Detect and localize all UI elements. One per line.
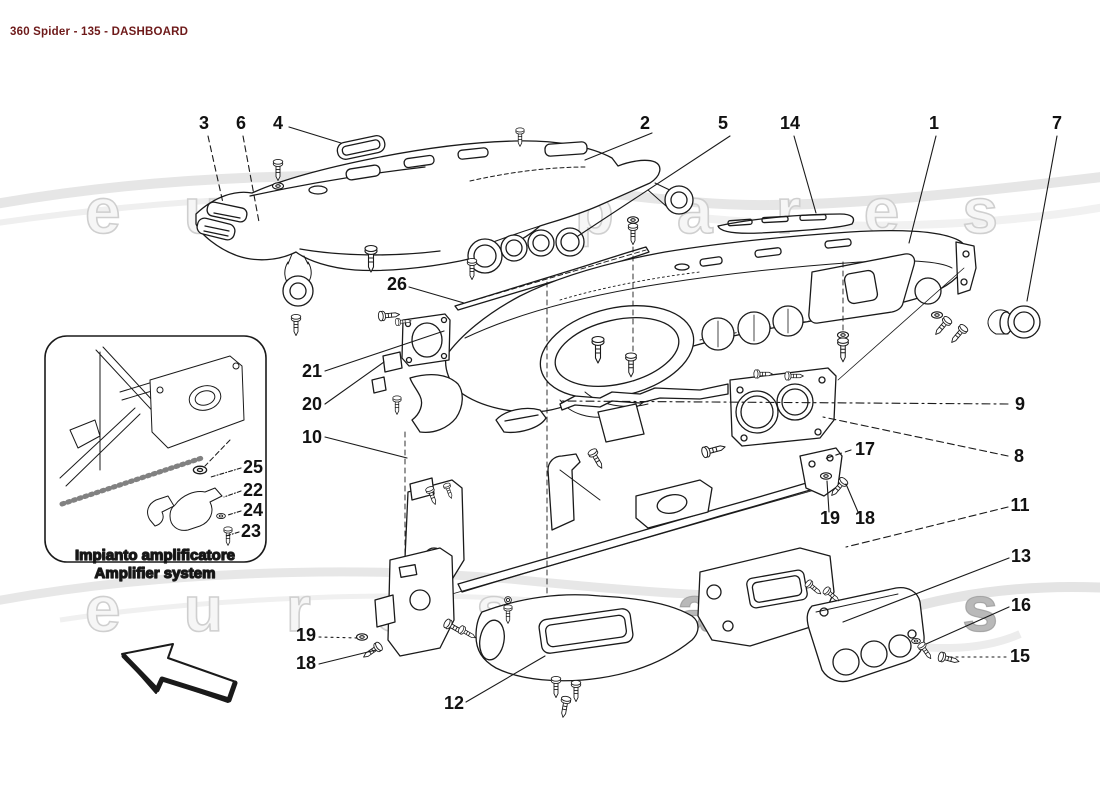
amplifier-inset: Impianto amplificatore Amplifier system bbox=[44, 335, 267, 583]
callout-22[interactable]: 22 bbox=[243, 480, 263, 500]
callout-15[interactable]: 15 bbox=[1010, 646, 1030, 666]
callout-2[interactable]: 2 bbox=[640, 113, 650, 133]
callout-4[interactable]: 4 bbox=[273, 113, 283, 133]
callout-3[interactable]: 3 bbox=[199, 113, 209, 133]
callout-10[interactable]: 10 bbox=[302, 427, 322, 447]
callout-23[interactable]: 23 bbox=[241, 521, 261, 541]
callout-9[interactable]: 9 bbox=[1015, 394, 1025, 414]
callout-1[interactable]: 1 bbox=[929, 113, 939, 133]
instrument-frame bbox=[559, 367, 837, 447]
callout-17[interactable]: 17 bbox=[855, 439, 875, 459]
inset-caption-italian: Impianto amplificatore bbox=[75, 547, 235, 564]
direction-arrow-icon bbox=[121, 643, 238, 703]
callout-8[interactable]: 8 bbox=[1014, 446, 1024, 466]
dashboard-shell bbox=[444, 213, 1041, 443]
callout-18-right[interactable]: 18 bbox=[855, 508, 875, 528]
callout-11[interactable]: 11 bbox=[1010, 495, 1029, 515]
callout-19-left[interactable]: 19 bbox=[296, 625, 316, 645]
leader-lines bbox=[207, 126, 1058, 703]
callout-26[interactable]: 26 bbox=[387, 274, 407, 294]
callout-19-right[interactable]: 19 bbox=[820, 508, 840, 528]
callout-25[interactable]: 25 bbox=[243, 457, 263, 477]
column-support-plate bbox=[374, 547, 455, 657]
callout-21[interactable]: 21 bbox=[302, 361, 322, 381]
callout-14[interactable]: 14 bbox=[780, 113, 800, 133]
vent-grille-part4 bbox=[336, 135, 386, 160]
callout-24[interactable]: 24 bbox=[243, 500, 263, 520]
inset-caption-english: Amplifier system bbox=[95, 565, 216, 582]
callout-6[interactable]: 6 bbox=[236, 113, 246, 133]
upper-air-duct-assembly bbox=[195, 135, 694, 307]
callout-7[interactable]: 7 bbox=[1052, 113, 1062, 133]
trim-strip-part26 bbox=[454, 246, 650, 311]
page-title: 360 Spider - 135 - DASHBOARD bbox=[10, 26, 189, 38]
center-console-trim bbox=[697, 547, 835, 647]
callout-20[interactable]: 20 bbox=[302, 394, 322, 414]
callout-5[interactable]: 5 bbox=[718, 113, 728, 133]
callout-13[interactable]: 13 bbox=[1011, 546, 1031, 566]
callout-18-left[interactable]: 18 bbox=[296, 653, 316, 673]
lower-trim-left bbox=[475, 594, 699, 682]
side-vent-part7 bbox=[987, 305, 1041, 339]
callout-16[interactable]: 16 bbox=[1011, 595, 1031, 615]
callout-12[interactable]: 12 bbox=[444, 693, 464, 713]
mounting-plate-group bbox=[371, 313, 547, 434]
